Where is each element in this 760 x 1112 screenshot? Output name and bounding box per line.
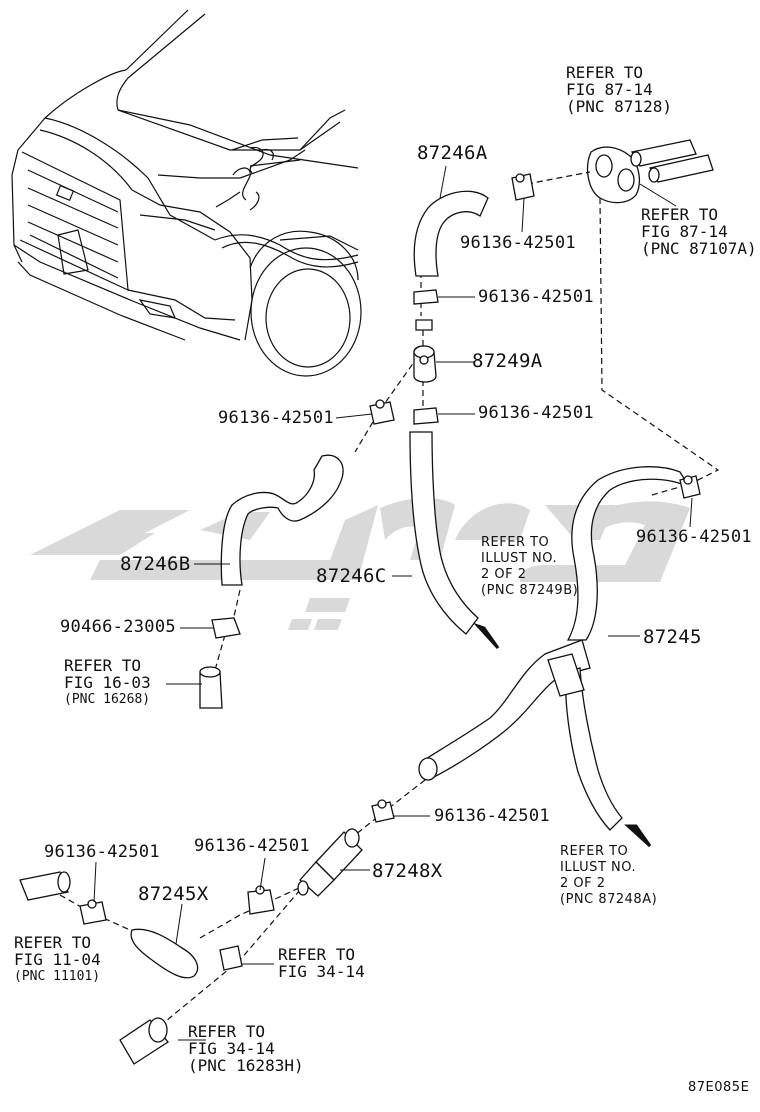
watermark-logo [30, 497, 690, 630]
clamp-icon [371, 799, 395, 823]
hose-87246A [413, 190, 489, 277]
part-label-87246B: 87246B [120, 553, 191, 575]
hose-87245 [418, 466, 691, 831]
hose-87245X [130, 928, 199, 979]
part-label-87248X: 87248X [372, 860, 443, 882]
part-label-clamp: 96136-42501 [460, 233, 576, 253]
part-label-87245X: 87245X [138, 883, 209, 905]
ref-note-11101: REFER TO FIG 11-04 (PNC 11101) [14, 933, 101, 984]
clamp-icon [247, 885, 275, 915]
clamp-icon [413, 407, 439, 425]
joint-87249A [413, 319, 437, 383]
part-label-clamp: 96136-42501 [194, 836, 310, 856]
clamp-icon [511, 173, 535, 201]
figure-code: 87E085E [688, 1080, 750, 1095]
ref-note-87249B: REFER TO ILLUST NO. 2 OF 2 (PNC 87249B) [481, 535, 579, 598]
ref-note-16268: REFER TO FIG 16-03 (PNC 16268) [64, 656, 151, 707]
part-label-87249A: 87249A [472, 350, 543, 372]
pipe-bottom-left [19, 871, 169, 1065]
part-label-clamp: 96136-42501 [218, 408, 334, 428]
hose-87246B [220, 454, 344, 586]
clamp-icon [679, 475, 701, 499]
ref-note-87128: REFER TO FIG 87-14 (PNC 87128) [566, 63, 672, 116]
clamp-icon [369, 399, 395, 425]
arrow-icon [473, 622, 500, 650]
heater-unit-fitting [586, 139, 714, 204]
part-label-90466: 90466-23005 [60, 617, 176, 637]
ref-note-16283H: REFER TO FIG 34-14 (PNC 16283H) [188, 1022, 304, 1075]
part-label-clamp: 96136-42501 [636, 527, 752, 547]
ref-note-34-14: REFER TO FIG 34-14 [278, 945, 365, 981]
part-label-87246C: 87246C [316, 565, 387, 587]
clip-icon [211, 617, 241, 639]
leader-lines [93, 165, 693, 1041]
vehicle-front-illustration [11, 9, 362, 377]
part-label-87245: 87245 [643, 626, 702, 648]
pipe-fig-16-03 [199, 666, 223, 709]
clamp-icon [413, 289, 439, 305]
part-label-clamp: 96136-42501 [44, 842, 160, 862]
part-label-clamp: 96136-42501 [478, 403, 594, 423]
part-label-87246A: 87246A [417, 142, 488, 164]
valve-87248X [297, 828, 363, 897]
part-label-clamp: 96136-42501 [434, 806, 550, 826]
ref-note-87107A: REFER TO FIG 87-14 (PNC 87107A) [641, 205, 757, 258]
clamp-icon [79, 899, 107, 925]
part-label-clamp: 96136-42501 [478, 287, 594, 307]
arrow-icon [624, 824, 652, 848]
ref-note-87248A: REFER TO ILLUST NO. 2 OF 2 (PNC 87248A) [560, 844, 658, 907]
hose-87246C [409, 431, 479, 635]
clip-icon [219, 945, 243, 971]
